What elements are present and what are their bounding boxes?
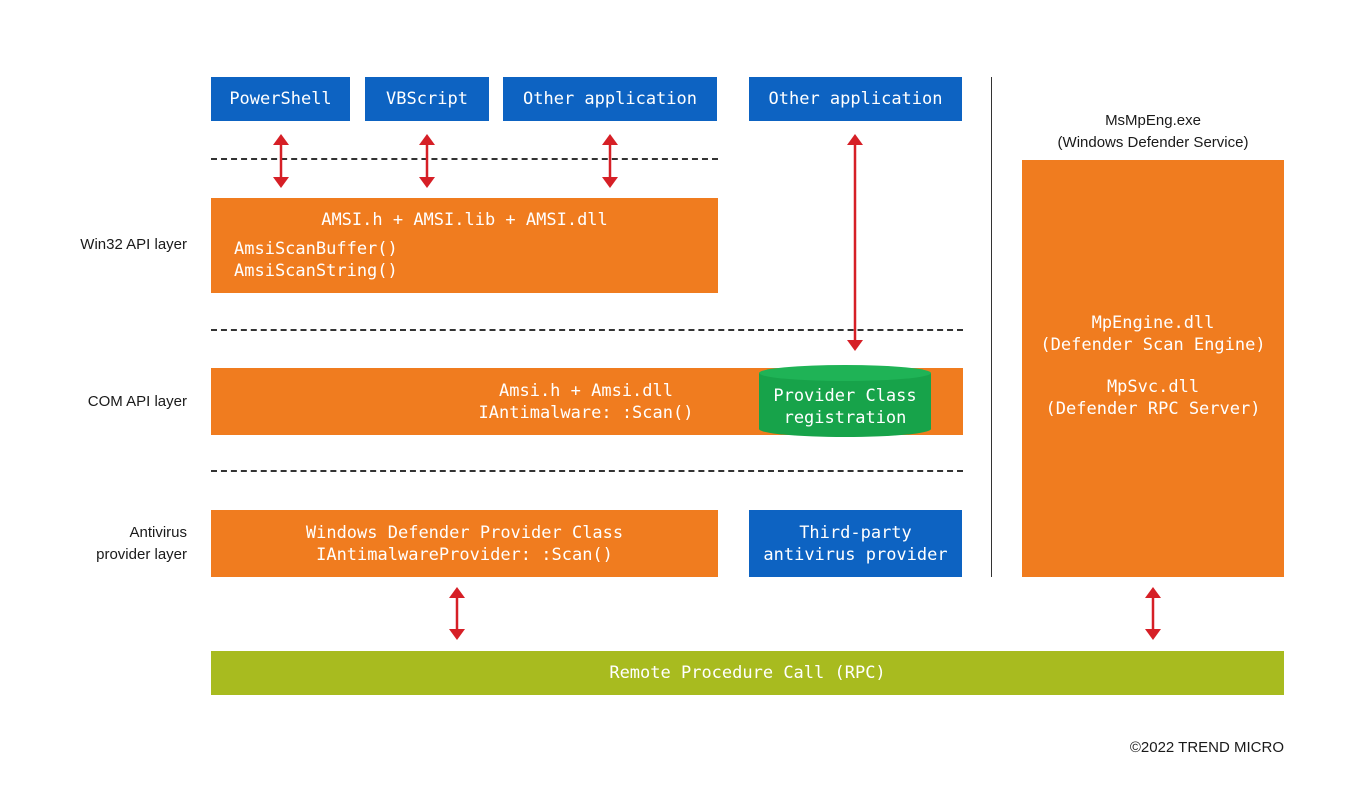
antivirus-layer-label: Antivirus provider layer bbox=[37, 522, 187, 566]
amsi-scan-buffer-label: AmsiScanBuffer() bbox=[234, 239, 398, 259]
com-api-line1: Amsi.h + Amsi.dll bbox=[499, 381, 673, 401]
third-party-provider-text: Third-party antivirus provider bbox=[763, 522, 947, 566]
com-api-text: Amsi.h + Amsi.dll IAntimalware: :Scan() bbox=[426, 380, 746, 424]
mpengine-label: MpEngine.dll bbox=[1091, 313, 1215, 333]
msmpeng-title: MsMpEng.exe (Windows Defender Service) bbox=[1022, 110, 1284, 154]
vbscript-label: VBScript bbox=[386, 89, 468, 109]
defender-provider-line1: Windows Defender Provider Class bbox=[305, 522, 624, 543]
com-api-line2: IAntimalware: :Scan() bbox=[478, 403, 694, 423]
rpc-bar: Remote Procedure Call (RPC) bbox=[211, 651, 1284, 695]
third-party-provider-box: Third-party antivirus provider bbox=[749, 510, 962, 577]
arrow-powershell-amsi bbox=[273, 134, 289, 188]
defender-provider-box: Windows Defender Provider Class IAntimal… bbox=[211, 510, 718, 577]
third-party-provider-line1: Third-party bbox=[799, 522, 912, 543]
separator-com bbox=[211, 470, 963, 472]
win32-api-box: AMSI.h + AMSI.lib + AMSI.dll AmsiScanBuf… bbox=[211, 198, 718, 293]
arrow-other-app-com bbox=[847, 134, 863, 351]
arrow-msmpeng-rpc bbox=[1145, 587, 1161, 640]
defender-provider-line2: IAntimalwareProvider: :Scan() bbox=[316, 544, 613, 565]
copyright: ©2022 TREND MICRO bbox=[1129, 739, 1284, 756]
antivirus-layer-label-line2: provider layer bbox=[96, 546, 187, 563]
provider-registration-line2: registration bbox=[784, 408, 907, 428]
msmpeng-service-box: MpEngine.dll (Defender Scan Engine) MpSv… bbox=[1022, 160, 1284, 577]
other-application-box: Other application bbox=[503, 77, 717, 121]
powershell-box: PowerShell bbox=[211, 77, 350, 121]
msmpeng-components: MpEngine.dll (Defender Scan Engine) MpSv… bbox=[1022, 312, 1284, 420]
arrow-other-app-amsi bbox=[602, 134, 618, 188]
provider-registration-cylinder: Provider Class registration bbox=[759, 365, 931, 437]
arrow-defender-rpc bbox=[449, 587, 465, 640]
separator-win32 bbox=[211, 329, 963, 331]
powershell-label: PowerShell bbox=[229, 89, 332, 109]
msmpeng-title-line1: MsMpEng.exe bbox=[1105, 112, 1201, 129]
antivirus-layer-label-line1: Antivirus bbox=[129, 524, 187, 541]
win32-api-functions: AmsiScanBuffer() AmsiScanString() bbox=[234, 238, 398, 282]
msmpeng-title-line2: (Windows Defender Service) bbox=[1057, 134, 1249, 151]
mpengine-desc: (Defender Scan Engine) bbox=[1040, 335, 1266, 355]
win32-layer-label: Win32 API layer bbox=[80, 236, 187, 253]
provider-registration-line1: Provider Class bbox=[773, 386, 916, 406]
defender-provider-text: Windows Defender Provider Class IAntimal… bbox=[306, 522, 623, 566]
separator-apps bbox=[211, 158, 718, 160]
mpsvc-label: MpSvc.dll bbox=[1106, 377, 1200, 397]
rpc-label: Remote Procedure Call (RPC) bbox=[609, 663, 886, 683]
other-application-label: Other application bbox=[523, 89, 697, 109]
vbscript-box: VBScript bbox=[365, 77, 489, 121]
arrow-vbscript-amsi bbox=[419, 134, 435, 188]
win32-api-header: AMSI.h + AMSI.lib + AMSI.dll bbox=[321, 210, 608, 230]
mpsvc-desc: (Defender RPC Server) bbox=[1045, 399, 1261, 419]
other-application-label-2: Other application bbox=[768, 89, 943, 109]
com-layer-label: COM API layer bbox=[87, 393, 187, 410]
third-party-provider-line2: antivirus provider bbox=[763, 544, 948, 565]
other-application-box-2: Other application bbox=[749, 77, 962, 121]
service-divider bbox=[991, 77, 992, 577]
amsi-scan-string-label: AmsiScanString() bbox=[234, 261, 398, 281]
